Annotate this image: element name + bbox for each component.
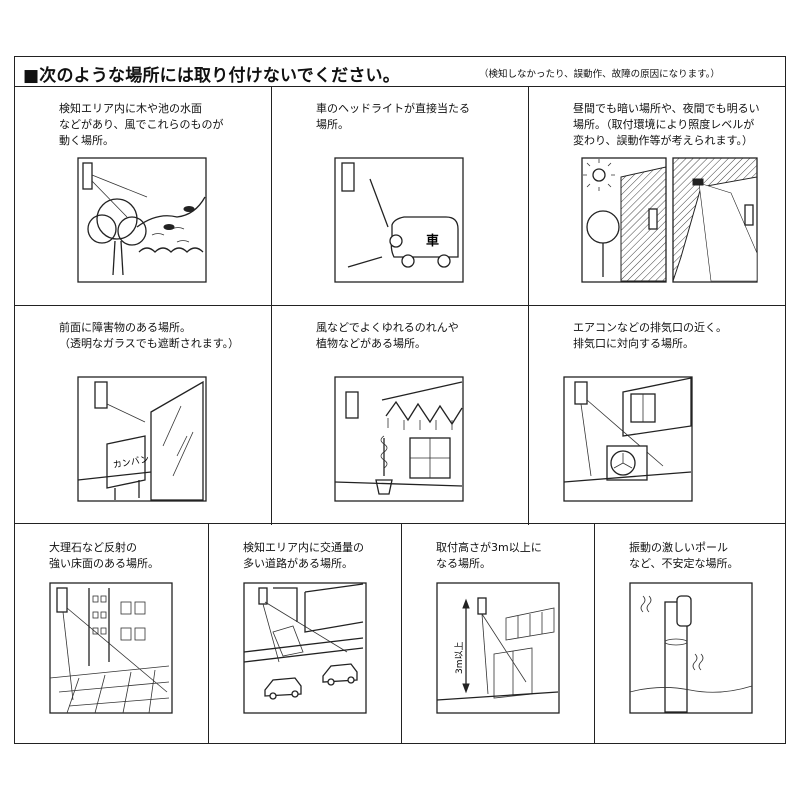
curtain-illustration bbox=[334, 376, 464, 502]
notice-title: ■次のような場所には取り付けないでください。 bbox=[23, 66, 400, 86]
sensor-icon bbox=[56, 587, 68, 613]
marble-floor bbox=[49, 665, 170, 714]
cell-marble: 大理石など反射の 強い床面のある場所。 bbox=[15, 523, 208, 743]
cell-pond: 検知エリア内に木や池の水面 などがあり、風でこれらのものが 動く場所。 bbox=[15, 87, 271, 307]
light-change-illustration bbox=[581, 157, 758, 283]
caption-pond: 検知エリア内に木や池の水面 などがあり、風でこれらのものが 動く場所。 bbox=[59, 102, 224, 147]
sensor-icon bbox=[341, 162, 355, 192]
caption-exhaust: エアコンなどの排気口の近く。 排気口に対向する場所。 bbox=[573, 321, 727, 350]
sensor-icon bbox=[345, 391, 359, 419]
lamp-icon bbox=[692, 178, 704, 186]
noren-curtain bbox=[385, 400, 463, 426]
marble-illustration bbox=[49, 582, 173, 714]
ground-line bbox=[629, 685, 753, 693]
car-icon bbox=[390, 216, 459, 258]
notice-header: ■次のような場所には取り付けないでください。 （検知しなかったり、誤動作、故障の… bbox=[15, 57, 785, 87]
height-illustration: 3m以上 bbox=[436, 582, 560, 714]
pole-icon bbox=[664, 601, 688, 713]
caption-curtain: 風などでよくゆれるのれんや 植物などがある場所。 bbox=[316, 321, 459, 350]
cell-pole: 振動の激しいポール など、不安定な場所。 bbox=[594, 523, 785, 743]
fish-icon bbox=[183, 206, 195, 212]
glass-panel bbox=[150, 380, 204, 501]
sensor-icon bbox=[94, 381, 108, 409]
caption-height: 取付高さが3m以上に なる場所。 bbox=[436, 541, 542, 570]
headlight-illustration: 車 bbox=[334, 157, 464, 283]
height-label: 3m以上 bbox=[454, 642, 465, 675]
headlight-icon bbox=[389, 234, 403, 248]
notice-note: （検知しなかったり、誤動作、故障の原因になります。） bbox=[479, 69, 720, 80]
sensor-icon bbox=[676, 595, 692, 627]
obstacle-illustration: カンバン bbox=[77, 376, 207, 502]
cell-curtain: 風などでよくゆれるのれんや 植物などがある場所。 bbox=[271, 305, 528, 525]
traffic-illustration bbox=[243, 582, 367, 714]
pole-illustration bbox=[629, 582, 753, 714]
caption-marble: 大理石など反射の 強い床面のある場所。 bbox=[49, 541, 159, 570]
cell-exhaust: エアコンなどの排気口の近く。 排気口に対向する場所。 bbox=[528, 305, 785, 525]
vibration-icon bbox=[640, 595, 652, 613]
sensor-icon bbox=[574, 381, 588, 405]
pond-edge bbox=[136, 196, 206, 228]
plant-icon bbox=[380, 435, 388, 469]
signboard-icon bbox=[106, 435, 146, 489]
sun-icon bbox=[592, 168, 606, 182]
sensor-icon bbox=[258, 587, 268, 605]
caption-pole: 振動の激しいポール など、不安定な場所。 bbox=[629, 541, 739, 570]
caption-obstacle: 前面に障害物のある場所。 （透明なガラスでも遮断されます。） bbox=[59, 321, 240, 350]
shadow-area bbox=[620, 166, 667, 282]
sensor-icon bbox=[648, 208, 658, 230]
caption-traffic: 検知エリア内に交通量の 多い道路がある場所。 bbox=[243, 541, 364, 570]
road-edge bbox=[243, 637, 364, 663]
car-label: 車 bbox=[426, 233, 439, 249]
plant-pot bbox=[375, 479, 393, 495]
cell-obstacle: 前面に障害物のある場所。 （透明なガラスでも遮断されます。） カンバン bbox=[15, 305, 271, 525]
tree-icon bbox=[96, 198, 138, 240]
tree-icon bbox=[586, 210, 620, 244]
cell-height: 取付高さが3m以上に なる場所。 3m以上 bbox=[401, 523, 594, 743]
cell-traffic: 検知エリア内に交通量の 多い道路がある場所。 bbox=[208, 523, 401, 743]
notice-frame: ■次のような場所には取り付けないでください。 （検知しなかったり、誤動作、故障の… bbox=[14, 56, 786, 744]
caption-headlight: 車のヘッドライトが直接当たる 場所。 bbox=[316, 102, 470, 131]
pond-illustration bbox=[77, 157, 207, 283]
exhaust-illustration bbox=[563, 376, 693, 502]
stairs bbox=[272, 625, 304, 657]
sensor-icon bbox=[82, 162, 93, 190]
light-beam bbox=[369, 178, 389, 228]
sensor-icon bbox=[477, 597, 487, 615]
caption-light-change: 昼間でも暗い場所や、夜間でも明るい 場所。（取付環境により照度レベルが 変わり、… bbox=[573, 102, 760, 147]
cell-headlight: 車のヘッドライトが直接当たる 場所。 車 bbox=[271, 87, 528, 307]
cell-light-change: 昼間でも暗い場所や、夜間でも明るい 場所。（取付環境により照度レベルが 変わり、… bbox=[528, 87, 785, 307]
car-icon bbox=[264, 677, 302, 697]
